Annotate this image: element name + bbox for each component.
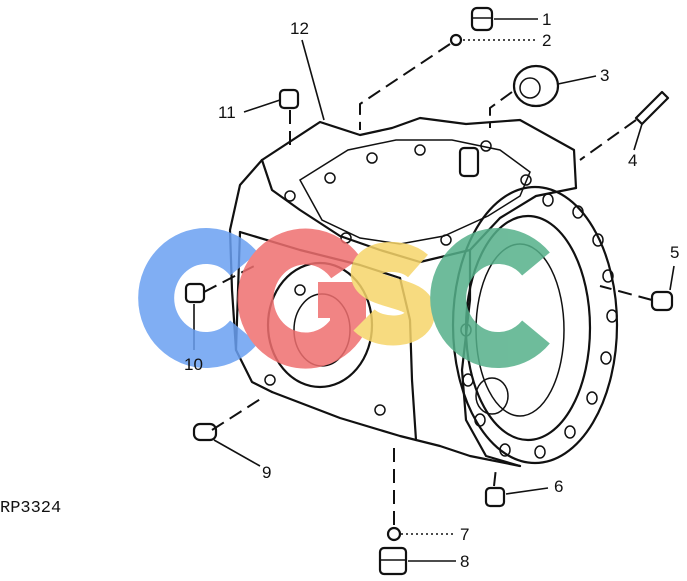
part-7-o-ring (386, 526, 402, 542)
leader-lines (193, 18, 675, 562)
part-11-plug (278, 88, 300, 110)
callout-5: 5 (670, 243, 679, 262)
callout-2: 2 (542, 31, 551, 50)
callout-8: 8 (460, 552, 469, 571)
part-8-plug (378, 546, 408, 576)
callout-labels: 1 2 3 4 5 6 7 8 9 10 11 12 (184, 10, 679, 571)
callout-7: 7 (460, 525, 469, 544)
part-9-pin (192, 422, 218, 442)
callout-4: 4 (628, 151, 637, 170)
watermark-letter-c1 (138, 228, 258, 368)
callout-3: 3 (600, 66, 609, 85)
part-4-fitting (634, 90, 670, 126)
part-3-bushing (512, 64, 560, 108)
part-6-plug (484, 486, 506, 508)
part-1-plug (470, 6, 494, 32)
figure-reference-code: RP3324 (0, 499, 61, 518)
callout-12: 12 (290, 19, 309, 38)
watermark-logo (138, 228, 550, 369)
watermark-letter-c2 (430, 228, 550, 368)
callout-6: 6 (554, 477, 563, 496)
watermark-letter-g (237, 228, 366, 369)
callout-11: 11 (218, 103, 236, 122)
callout-1: 1 (542, 10, 551, 29)
part-5-plug (650, 290, 674, 312)
part-10-plug (184, 282, 206, 304)
callout-10: 10 (184, 355, 203, 374)
watermark-letter-s (350, 241, 436, 346)
part-2-o-ring (449, 33, 463, 47)
callout-9: 9 (262, 463, 271, 482)
